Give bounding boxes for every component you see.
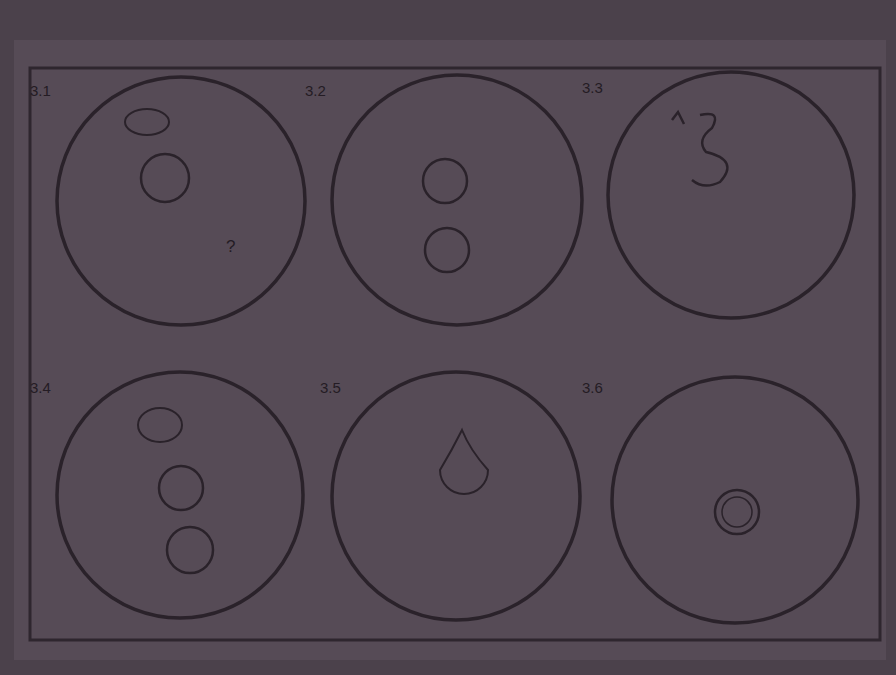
dish-outline [55,75,307,327]
dish-number: 3.3 [582,80,603,95]
dish-rim [332,372,580,620]
dish-number: 3.2 [305,83,326,98]
dish-circle: 3.3 [606,70,856,320]
dish-number: 3.4 [30,380,51,395]
dish-circle: 3.1? [55,75,307,327]
dish-number: 3.6 [582,380,603,395]
dish-circle: 3.5 [330,370,582,622]
colony-smear [672,112,727,186]
colony-ring [722,497,752,527]
dish-number: 3.5 [320,380,341,395]
dish-outline [330,73,584,327]
colony-circle [425,228,469,272]
colony-circle [715,490,759,534]
dish-outline [330,370,582,622]
dish-circle: 3.6 [610,375,860,625]
colony-drop [440,430,488,494]
dish-rim [608,72,854,318]
colony-circle [141,154,189,202]
dish-outline [610,375,860,625]
handwritten-mark: ? [226,238,235,255]
dish-number: 3.1 [30,83,51,98]
dish-circle: 3.2 [330,73,584,327]
frame-border [30,68,880,640]
colony-circle [125,109,169,135]
colony-circle [138,408,182,442]
dish-rim [332,75,582,325]
paper-sheet [14,40,886,660]
colony-circle [423,159,467,203]
dish-outline [606,70,856,320]
dish-rim [57,77,305,325]
dish-outline [55,370,305,620]
dish-rim [57,372,303,618]
dish-circle: 3.4 [55,370,305,620]
dish-rim [612,377,858,623]
colony-circle [159,466,203,510]
colony-circle [167,527,213,573]
